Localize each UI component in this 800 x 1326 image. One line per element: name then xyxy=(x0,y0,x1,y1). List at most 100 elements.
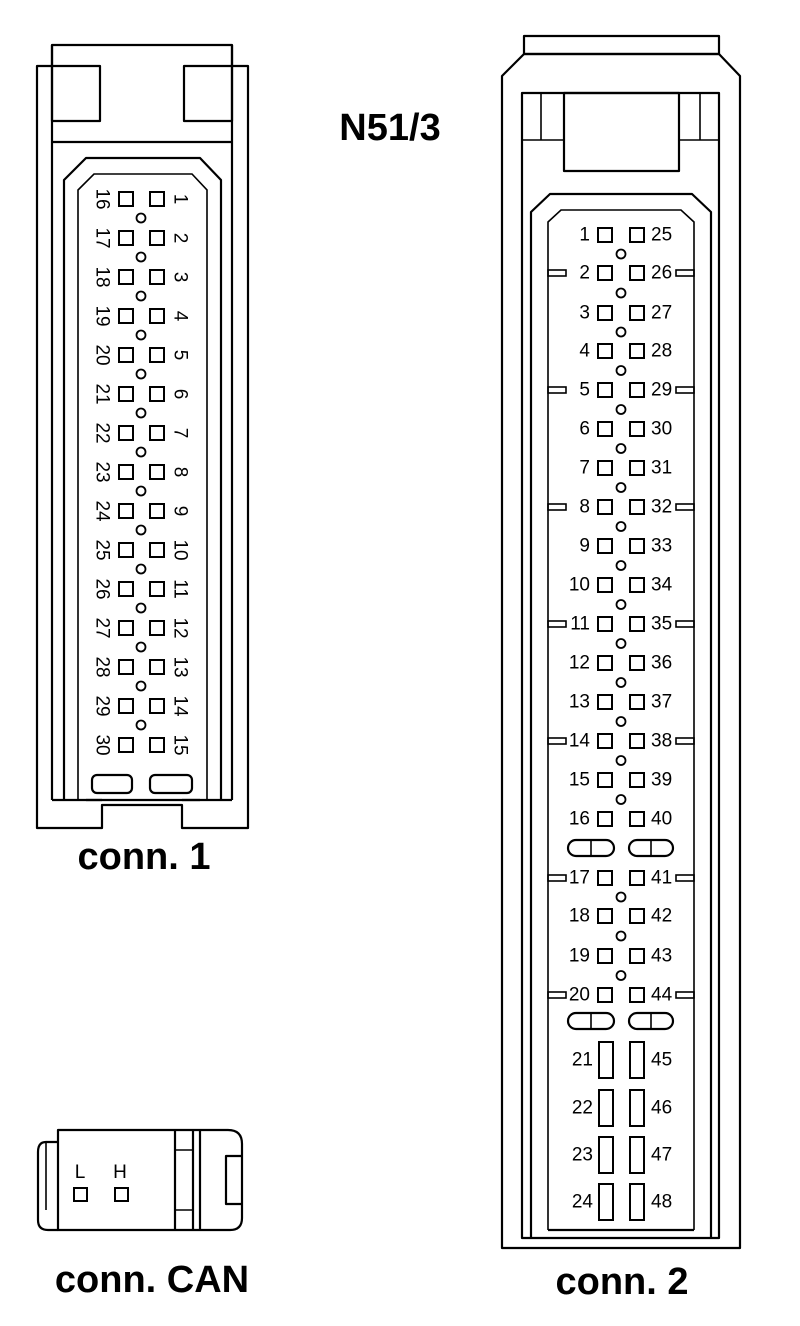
conn1-pin xyxy=(118,386,134,402)
conn2-coding-dot xyxy=(615,404,627,415)
conn1-pin xyxy=(149,386,165,402)
conn2-pin xyxy=(597,987,613,1003)
conn1-pin-label: 8 xyxy=(170,467,191,478)
conn2-pin-label: 18 xyxy=(569,906,590,927)
conn2-large-pin-label: 22 xyxy=(572,1098,593,1119)
conn2-pin xyxy=(629,811,645,827)
conn2-pin xyxy=(597,421,613,437)
conn2-coding-dot xyxy=(615,560,627,571)
conn2-latch-tab xyxy=(675,737,695,745)
conn2-coding-dot xyxy=(615,326,627,338)
conn1-pin xyxy=(118,347,134,363)
conn2-large-pin xyxy=(629,1183,645,1221)
conn1-pin xyxy=(149,269,165,285)
conn2-pin-label: 29 xyxy=(651,380,672,401)
conn2-pin xyxy=(629,343,645,359)
conn2-pin xyxy=(597,772,613,788)
conn1-pin xyxy=(149,191,165,207)
conn1-pin xyxy=(118,503,134,519)
conn2-latch-tab xyxy=(547,991,567,999)
conn2-coding-dot xyxy=(615,970,627,981)
conn2-pin-label: 20 xyxy=(569,985,590,1006)
conn2-latch-tab xyxy=(675,874,695,882)
conn2-coding-dot xyxy=(615,482,627,493)
conn1-pin xyxy=(149,698,165,714)
conn2-latch-tab xyxy=(547,386,567,394)
conn1-pin xyxy=(118,542,134,558)
conn2-pin xyxy=(597,499,613,515)
conn2-latch-tab xyxy=(547,503,567,511)
conn2-pin xyxy=(597,694,613,710)
conn1-pin-label: 11 xyxy=(170,579,191,599)
conn2-pin-label: 34 xyxy=(651,575,673,596)
conn1-pin xyxy=(118,425,134,441)
conn2-coding-dot xyxy=(615,287,627,299)
conn1-pin-label: 6 xyxy=(170,389,191,400)
conn1-pin-label: 20 xyxy=(92,344,113,365)
conn2-pin-label: 30 xyxy=(651,419,672,440)
conn2-pin xyxy=(597,538,613,554)
conn1-coding-dot xyxy=(135,446,147,458)
conn2-pin-label: 40 xyxy=(651,809,672,830)
conn2-pin-label: 10 xyxy=(569,575,590,596)
conn1-pin-label: 5 xyxy=(170,350,191,361)
conn2-coding-dot xyxy=(615,638,627,649)
conn2-pin-label: 5 xyxy=(579,380,590,401)
conn2-pin-label: 1 xyxy=(579,225,590,246)
conn2-pin xyxy=(597,460,613,476)
conn2-pin xyxy=(629,616,645,632)
conn2-pin-label: 14 xyxy=(569,731,591,752)
conn2-coding-dot xyxy=(615,677,627,688)
conn2-large-pin-label: 23 xyxy=(572,1145,593,1166)
conn2-pin-label: 25 xyxy=(651,225,672,246)
conn1-pin-label: 1 xyxy=(170,194,191,205)
conn2-pin xyxy=(629,948,645,964)
conn2-coding-dot xyxy=(615,930,627,942)
can-pin-label-l: L xyxy=(75,1162,86,1183)
conn2-pin xyxy=(629,987,645,1003)
conn1-pin-label: 23 xyxy=(92,461,113,482)
conn2-latch-tab xyxy=(547,737,567,745)
conn2-pin xyxy=(597,577,613,593)
conn1-pin xyxy=(118,269,134,285)
conn2-coding-dot xyxy=(615,716,627,727)
conn2-latch-tab xyxy=(675,991,695,999)
conn2-coding-dot xyxy=(615,248,627,260)
conn1-coding-dot xyxy=(135,719,147,731)
conn1-pin xyxy=(118,581,134,597)
conn2-pin xyxy=(597,655,613,671)
conn2-coding-dot xyxy=(615,755,627,766)
conn2-pin-label: 3 xyxy=(579,303,590,324)
conn2-pin-label: 6 xyxy=(579,419,590,440)
conn2-pin-label: 28 xyxy=(651,341,672,362)
conn2-pin xyxy=(629,870,645,886)
conn1-pin xyxy=(149,425,165,441)
conn1-pin xyxy=(118,620,134,636)
conn2-pin-label: 32 xyxy=(651,497,672,518)
conn1-pin-label: 10 xyxy=(170,539,191,560)
conn2-pin-label: 31 xyxy=(651,458,672,479)
conn2-large-pin xyxy=(598,1041,614,1079)
conn1-pin xyxy=(118,659,134,675)
conn2-pin xyxy=(629,227,645,243)
can-connector-housing xyxy=(36,1128,244,1232)
conn2-pin xyxy=(597,305,613,321)
conn2-pin-label: 35 xyxy=(651,614,672,635)
conn1-pin xyxy=(149,581,165,597)
conn1-pin-label: 21 xyxy=(92,383,113,404)
can-pin-l xyxy=(73,1187,88,1202)
conn2-pin xyxy=(597,343,613,359)
conn1-housing xyxy=(35,43,250,830)
conn2-pin xyxy=(629,733,645,749)
conn2-coding-dot xyxy=(615,599,627,610)
conn2-large-pin-label: 21 xyxy=(572,1050,593,1071)
conn1-pin-label: 24 xyxy=(92,500,113,522)
conn2-large-pin-label: 46 xyxy=(651,1098,672,1119)
conn2-pin xyxy=(629,655,645,671)
conn2-pin-label: 41 xyxy=(651,868,672,889)
conn2-latch-tab xyxy=(675,386,695,394)
conn1-pin-label: 17 xyxy=(92,227,113,248)
conn2-pin xyxy=(629,538,645,554)
conn1-coding-dot xyxy=(135,368,147,380)
conn2-large-pin-label: 48 xyxy=(651,1192,672,1213)
